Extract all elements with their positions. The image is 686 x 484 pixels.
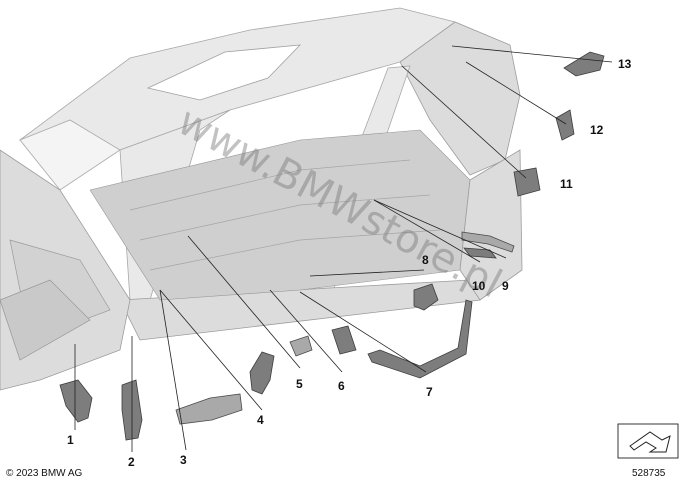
callout-labels: 1 2 3 4 5 6 7 8 9 10 11 12 13 [67,57,632,469]
part-8[interactable] [413,283,439,311]
callout-6[interactable]: 6 [338,379,345,393]
copyright-text: © 2023 BMW AG [6,468,83,479]
part-11[interactable] [513,167,541,197]
callout-3[interactable]: 3 [180,453,187,467]
callout-4[interactable]: 4 [257,413,264,427]
callout-5[interactable]: 5 [296,377,303,391]
arrow-box-icon [617,423,679,459]
callout-10[interactable]: 10 [472,279,486,293]
callout-1[interactable]: 1 [67,433,74,447]
callout-2[interactable]: 2 [128,455,135,469]
part-13[interactable] [563,51,605,77]
part-6[interactable] [331,325,357,355]
parts-group [59,51,605,441]
part-9[interactable] [461,231,515,253]
leader-lines [74,45,613,452]
callout-7[interactable]: 7 [426,385,433,399]
document-number: 528735 [632,468,666,479]
car-body-illustration [0,7,523,391]
part-3[interactable] [175,393,243,425]
callout-11[interactable]: 11 [560,177,573,191]
part-12[interactable] [555,109,575,141]
callout-13[interactable]: 13 [618,57,632,71]
callout-9[interactable]: 9 [502,279,509,293]
callout-12[interactable]: 12 [590,123,604,137]
part-7[interactable] [367,299,473,379]
part-1[interactable] [59,379,93,423]
callout-8[interactable]: 8 [422,253,429,267]
part-4[interactable] [249,351,275,395]
part-5[interactable] [289,335,313,357]
